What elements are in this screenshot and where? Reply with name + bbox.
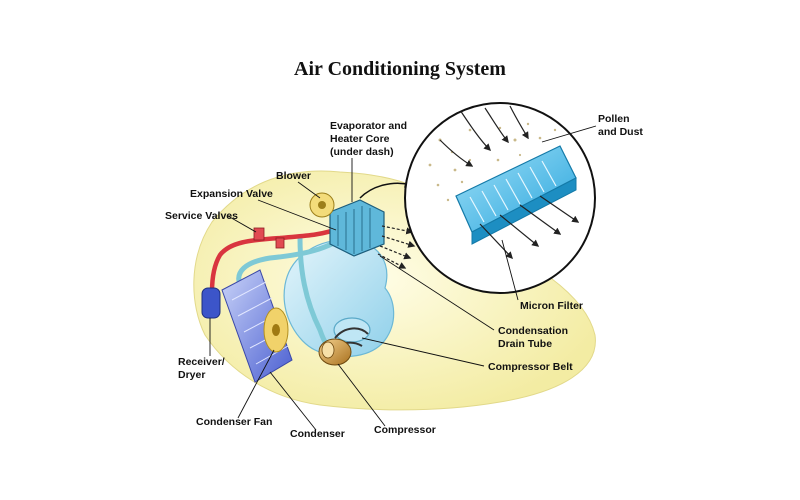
leader-lines [209,125,597,431]
label-service-valves: Service Valves [165,210,238,222]
label-receiver-dryer: Receiver/ Dryer [178,356,225,381]
service-valve-2 [275,237,285,249]
label-evaporator: Evaporator and Heater Core (under dash) [330,120,408,158]
compressor-shape [318,338,352,366]
service-valve-1 [253,227,265,241]
blower-shape [309,192,335,218]
airflow-arrows [377,225,416,269]
diagram-title: Air Conditioning System [294,58,506,80]
filter-closeup [404,102,596,294]
condenser-fan-shape [263,307,289,353]
label-condenser: Condenser [290,428,345,440]
refrigerant-line [209,225,343,295]
label-blower: Blower [276,170,312,182]
label-pollen-and-dust: Pollen and Dust [598,113,643,138]
label-condenser-fan: Condenser Fan [196,416,273,428]
label-compressor: Compressor [374,424,436,436]
car-body-outline [193,170,596,411]
label-condensation-drain-tube: Condensation Drain Tube [498,325,568,350]
label-micron-filter: Micron Filter [520,300,584,312]
label-compressor-belt: Compressor Belt [488,361,573,373]
evaporator-shape [329,199,385,257]
receiver-dryer-shape [201,287,221,319]
label-expansion-valve: Expansion Valve [190,188,273,200]
